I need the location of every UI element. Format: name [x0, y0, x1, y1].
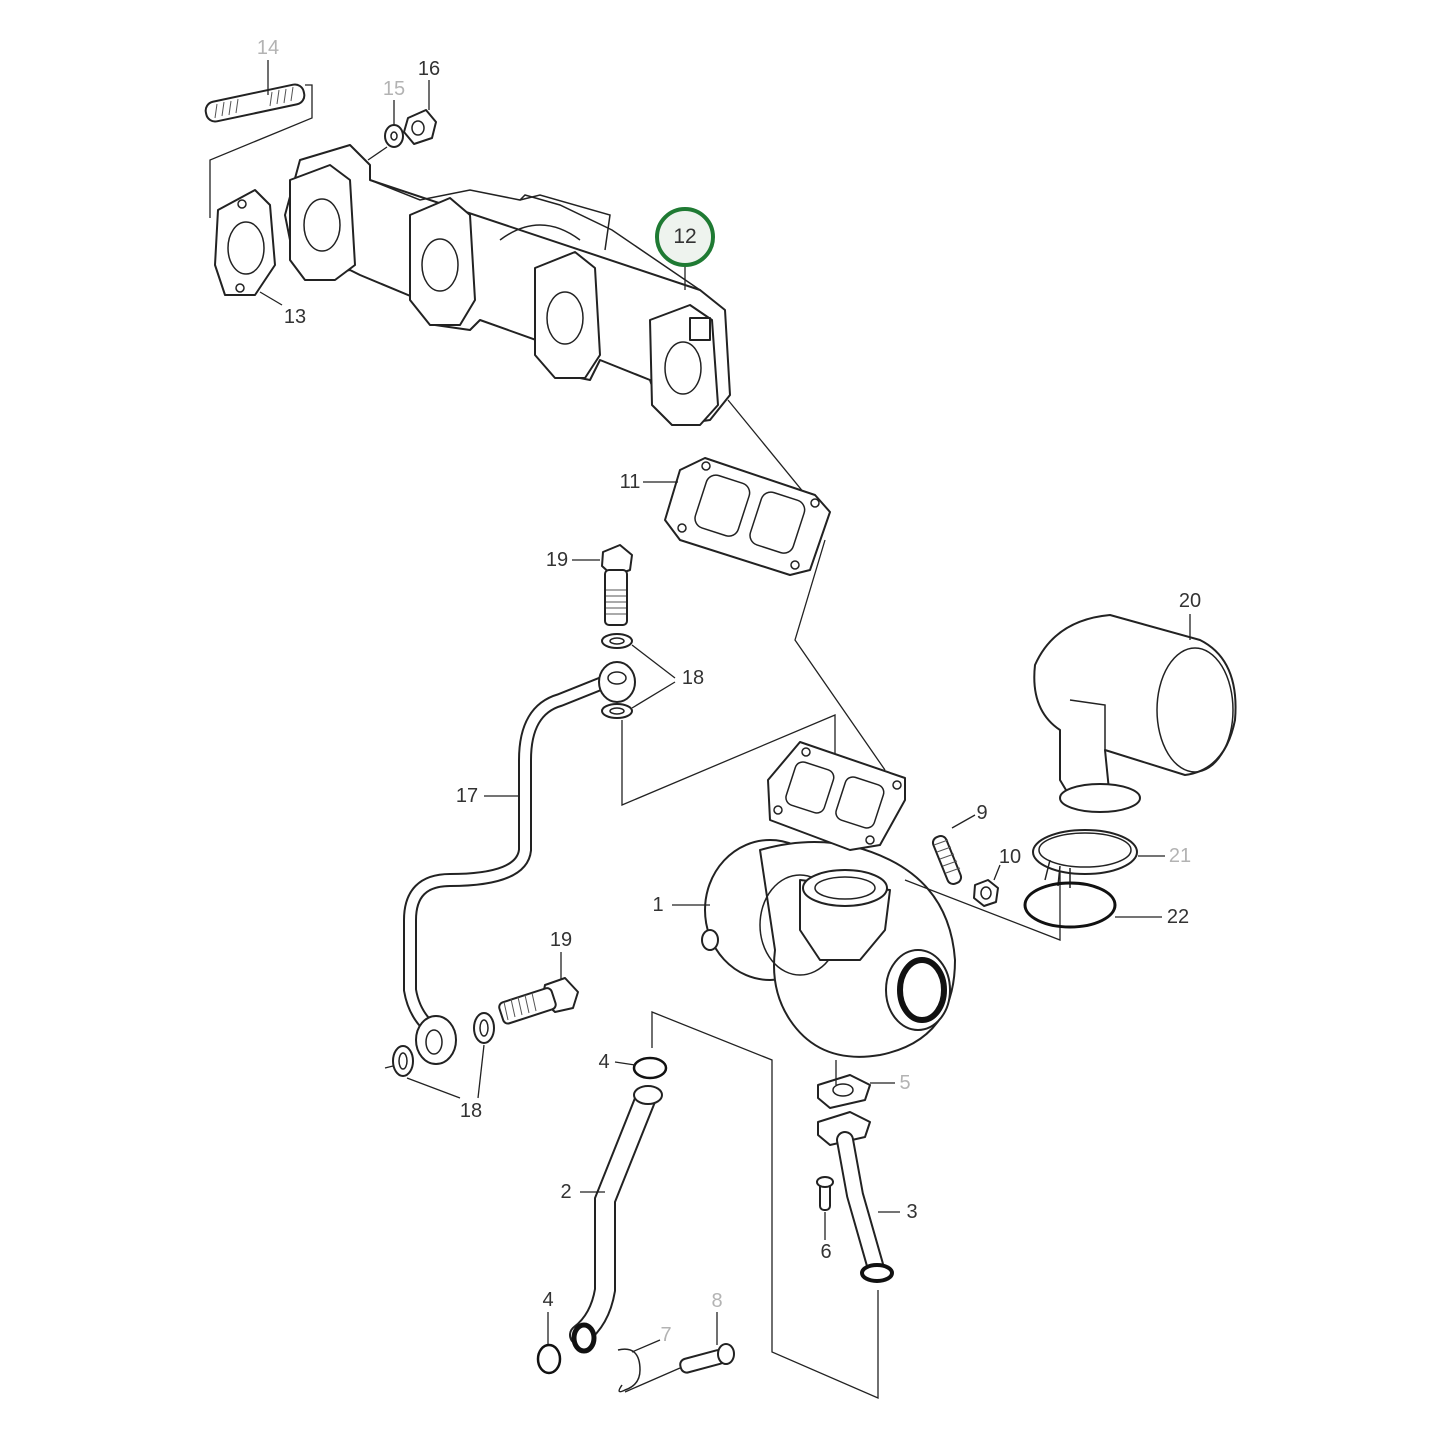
intake-elbow-part-20 — [1033, 614, 1237, 813]
callout-6[interactable]: 6 — [820, 1241, 832, 1263]
callout-22[interactable]: 22 — [1166, 906, 1190, 928]
washer-part-18-lower-a — [473, 1012, 495, 1044]
banjo-bolt-part-19-lower — [498, 977, 579, 1025]
clip-part-7 — [617, 1348, 641, 1393]
nut-part-10 — [973, 879, 999, 907]
callout-3[interactable]: 3 — [906, 1201, 918, 1223]
o-ring-part-4-bottom — [536, 1343, 562, 1375]
nut-part-16 — [403, 109, 437, 145]
callout-4-top[interactable]: 4 — [598, 1051, 610, 1073]
callout-1[interactable]: 1 — [652, 894, 664, 916]
callout-18-top[interactable]: 18 — [681, 667, 705, 689]
callout-5[interactable]: 5 — [899, 1072, 911, 1094]
bolt-part-8 — [679, 1343, 735, 1374]
callout-11[interactable]: 11 — [619, 471, 641, 493]
callout-19-top[interactable]: 19 — [545, 549, 569, 571]
stud-part-14 — [204, 83, 306, 123]
washer-part-18-top-a — [601, 633, 633, 649]
oil-drain-pipe-part-3 — [817, 1111, 894, 1283]
callout-17[interactable]: 17 — [455, 785, 479, 807]
callout-14[interactable]: 14 — [256, 37, 280, 59]
gasket-part-11 — [664, 457, 831, 576]
banjo-bolt-part-19-top — [601, 544, 633, 626]
bolt-part-6 — [816, 1176, 834, 1211]
callout-20[interactable]: 20 — [1178, 590, 1202, 612]
washer-part-18-top-b — [601, 703, 633, 719]
callout-13[interactable]: 13 — [283, 306, 307, 328]
o-ring-part-4-top — [632, 1056, 668, 1080]
washer-part-18-lower-b — [392, 1045, 414, 1077]
callout-18-bottom[interactable]: 18 — [459, 1100, 483, 1122]
stud-part-9 — [931, 835, 963, 885]
callout-8[interactable]: 8 — [711, 1290, 723, 1312]
o-ring-part-22 — [1023, 881, 1117, 929]
callout-9[interactable]: 9 — [976, 802, 988, 824]
callout-12-label: 12 — [673, 225, 697, 248]
callout-10[interactable]: 10 — [998, 846, 1022, 868]
washer-part-15 — [384, 124, 404, 148]
callout-2[interactable]: 2 — [560, 1181, 572, 1203]
callout-19-bottom[interactable]: 19 — [549, 929, 573, 951]
oil-return-pipe-part-2 — [569, 1085, 663, 1354]
exhaust-manifold-part-12 — [284, 144, 731, 426]
callout-12-selected[interactable]: 12 — [655, 207, 715, 267]
oil-feed-pipe-part-17 — [403, 661, 636, 1065]
hose-clamp-part-21 — [1032, 829, 1138, 888]
callout-4-bottom[interactable]: 4 — [542, 1289, 554, 1311]
gasket-part-5 — [817, 1074, 871, 1109]
callout-21[interactable]: 21 — [1168, 845, 1192, 867]
gasket-part-13 — [214, 189, 276, 296]
callout-7[interactable]: 7 — [660, 1324, 672, 1346]
callout-16[interactable]: 16 — [417, 58, 441, 80]
callout-15[interactable]: 15 — [382, 78, 406, 100]
turbocharger-part-1 — [701, 741, 956, 1058]
